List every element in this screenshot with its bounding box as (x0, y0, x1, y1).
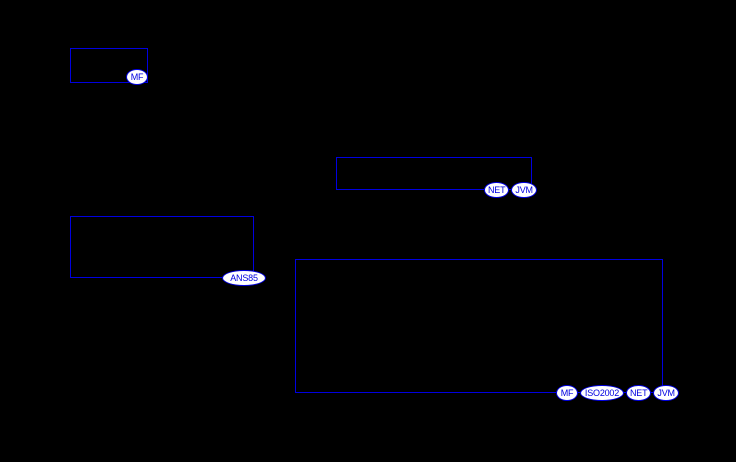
badge-iso2002[interactable]: ISO2002 (580, 385, 624, 401)
node-4-badge-row: MF ISO2002 NET JVM (556, 385, 679, 401)
badge-net[interactable]: NET (484, 182, 510, 198)
badge-mf[interactable]: MF (126, 69, 148, 85)
badge-net[interactable]: NET (626, 385, 652, 401)
diagram-node-2[interactable] (336, 157, 532, 190)
node-3-badge-row: ANS85 (222, 270, 266, 286)
badge-jvm[interactable]: JVM (511, 182, 537, 198)
diagram-node-4[interactable] (295, 259, 663, 393)
diagram-node-3[interactable] (70, 216, 254, 278)
node-1-badge-row: MF (126, 69, 148, 85)
diagram-node-1[interactable] (70, 48, 148, 83)
node-2-badge-row: NET JVM (484, 182, 537, 198)
badge-ans85[interactable]: ANS85 (222, 270, 266, 286)
badge-jvm[interactable]: JVM (653, 385, 679, 401)
badge-mf[interactable]: MF (556, 385, 578, 401)
